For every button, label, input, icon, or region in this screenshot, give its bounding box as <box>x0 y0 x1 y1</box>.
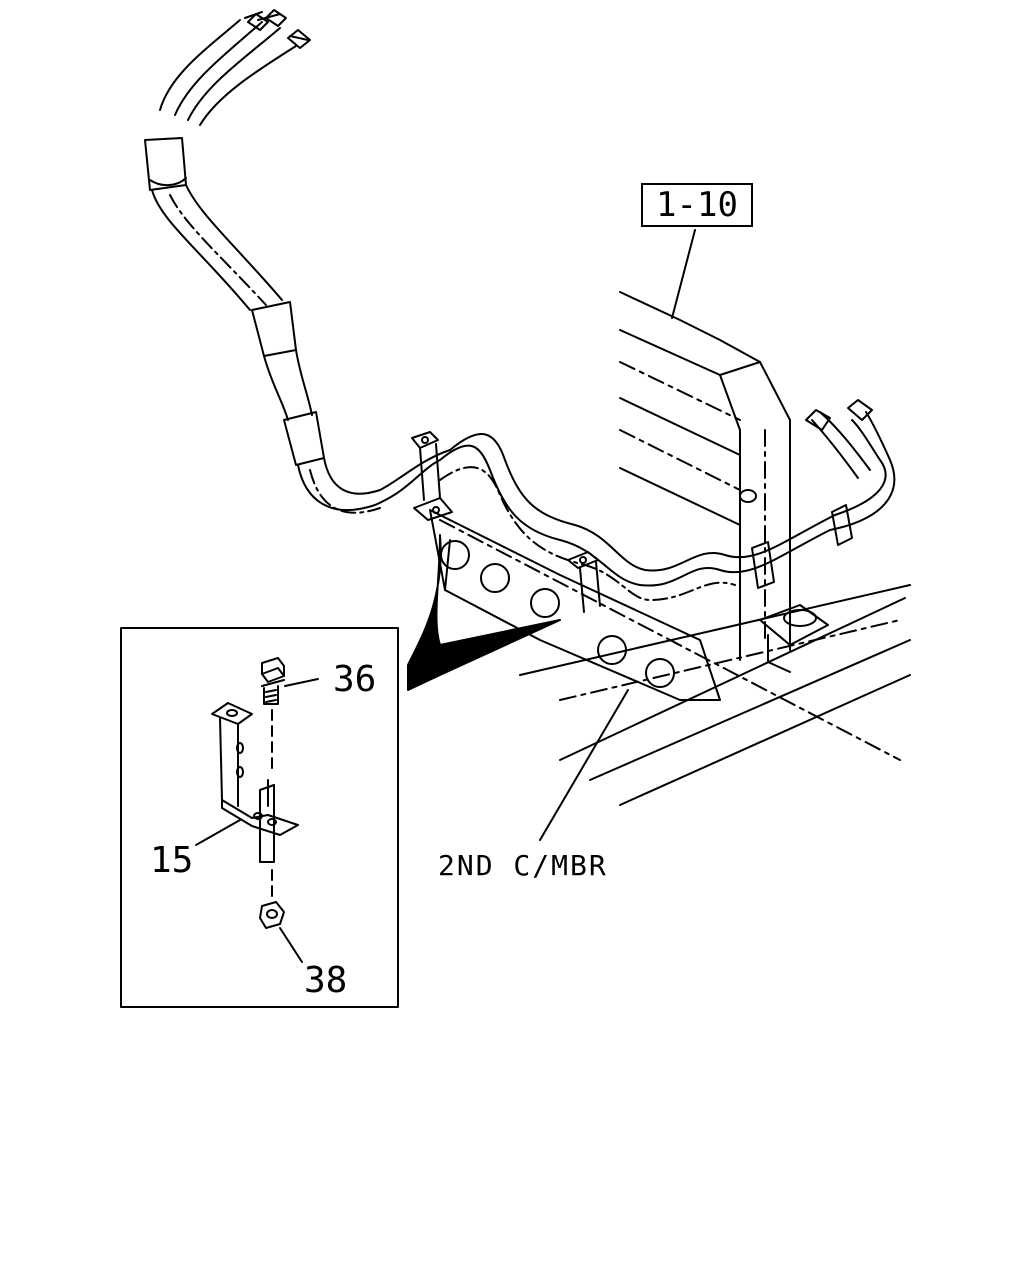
reference-section-box: 1-10 <box>641 183 753 227</box>
callout-38: 38 <box>304 960 348 1001</box>
crossmember-frame <box>429 509 911 806</box>
radiator-assembly <box>619 229 791 661</box>
callout-36: 36 <box>333 659 377 700</box>
pipe-harness <box>144 9 896 601</box>
callout-15: 15 <box>150 840 194 881</box>
pipe-clamps <box>411 431 853 613</box>
detail-inset <box>120 627 399 1008</box>
nut-38 <box>259 901 303 963</box>
reference-section-label: 1-10 <box>656 185 738 225</box>
detail-arrow <box>407 534 561 691</box>
callout-crossmember: 2ND C/MBR <box>438 849 608 882</box>
bracket-15 <box>195 702 299 901</box>
crossmember-leader <box>539 689 629 841</box>
bolt-36 <box>261 657 319 769</box>
